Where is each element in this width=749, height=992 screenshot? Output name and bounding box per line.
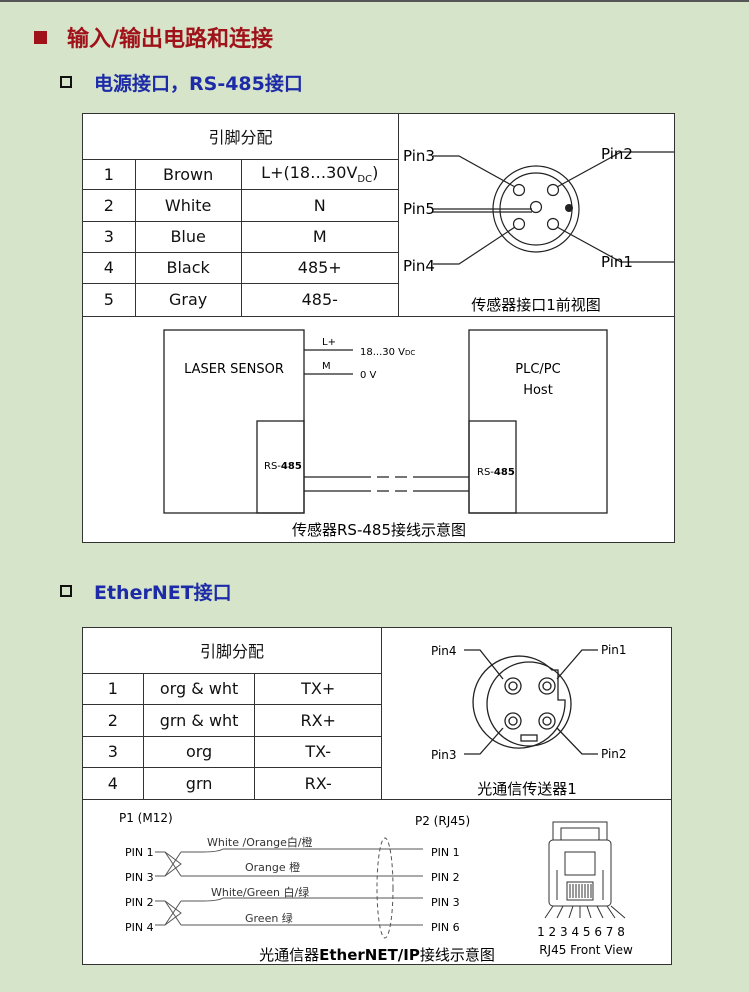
svg-text:White/Green 白/绿: White/Green 白/绿 xyxy=(211,885,309,899)
table-title: 引脚分配 xyxy=(83,114,399,160)
svg-text:PIN 1: PIN 1 xyxy=(431,846,460,859)
wiring-caption: 传感器RS-485接线示意图 xyxy=(292,521,466,539)
svg-text:PIN 2: PIN 2 xyxy=(431,871,460,884)
svg-text:White /Orange白/橙: White /Orange白/橙 xyxy=(207,835,313,849)
pin1-label: Pin1 xyxy=(601,643,627,657)
subsection-title-power: 电源接口，RS-485接口 xyxy=(94,72,303,95)
connector-front-view: Pin3 Pin5 Pin4 Pin2 Pin1 传感器接口1前视图 xyxy=(403,145,674,314)
pin5-label: Pin5 xyxy=(403,200,435,218)
svg-text:PIN 4: PIN 4 xyxy=(125,921,154,934)
table-row: 1 Brown L+(18…30VDC) xyxy=(83,158,399,190)
divider xyxy=(83,799,671,800)
svg-text:PIN 3: PIN 3 xyxy=(125,871,154,884)
square-bullet-icon xyxy=(34,30,47,44)
lplus-label: L+ xyxy=(322,337,336,348)
checkbox-bullet-icon xyxy=(60,585,72,597)
svg-text:Green 绿: Green 绿 xyxy=(245,911,293,925)
pin4-label: Pin4 xyxy=(403,257,435,275)
zero-volt-label: 0 V xyxy=(360,370,377,381)
pin4-label: Pin4 xyxy=(431,644,457,658)
ethernet-wiring-caption: 光通信器EtherNET/IP接线示意图 xyxy=(259,946,495,964)
host-rs485-label: RS-485 xyxy=(477,467,515,478)
divider xyxy=(398,114,399,317)
rj45-label: RJ45 Front View xyxy=(539,943,633,957)
checkbox-bullet-icon xyxy=(60,76,72,88)
rj45-numbers: 1 2 3 4 5 6 7 8 xyxy=(537,925,625,939)
divider xyxy=(83,316,674,317)
svg-text:PIN 2: PIN 2 xyxy=(125,896,154,909)
host-label-1: PLC/PC xyxy=(515,362,560,377)
p2-label: P2 (RJ45) xyxy=(415,814,470,828)
pin2-label: Pin2 xyxy=(601,747,627,761)
m-label: M xyxy=(322,361,331,372)
sensor-label: LASER SENSOR xyxy=(184,362,284,377)
p1-label: P1 (M12) xyxy=(119,811,173,825)
rs485-wiring-diagram: LASER SENSOR PLC/PC Host L+ M 18...30 VD… xyxy=(163,329,608,539)
section-heading: 输入/输出电路和连接 xyxy=(34,22,273,52)
svg-text:18...30 VDC: 18...30 VDC xyxy=(360,347,415,358)
m12-connector-view: Pin4 Pin3 Pin1 Pin2 光通信传送器1 xyxy=(431,643,627,798)
svg-text:Orange 橙: Orange 橙 xyxy=(245,860,300,874)
svg-text:PIN 6: PIN 6 xyxy=(431,921,460,934)
subsection-title-ethernet: EtherNET接口 xyxy=(94,581,232,604)
svg-text:PIN 1: PIN 1 xyxy=(125,846,154,859)
pin2-label: Pin2 xyxy=(601,145,633,163)
pin3-label: Pin3 xyxy=(403,147,435,165)
subsection-heading-power: 电源接口，RS-485接口 xyxy=(60,70,303,95)
top-rule xyxy=(0,0,749,2)
divider xyxy=(381,628,382,800)
subsection-heading-ethernet: EtherNET接口 xyxy=(60,579,232,604)
pin3-label: Pin3 xyxy=(431,748,457,762)
svg-text:PIN 3: PIN 3 xyxy=(431,896,460,909)
pin1-label: Pin1 xyxy=(601,253,633,271)
ethernet-wiring-diagram: P1 (M12) P2 (RJ45) PIN 1 PIN 3 PIN 2 PIN… xyxy=(119,811,633,964)
section-title: 输入/输出电路和连接 xyxy=(67,27,274,52)
sensor-rs485-label: RS-485 xyxy=(264,461,302,472)
connector-caption: 传感器接口1前视图 xyxy=(471,296,601,314)
host-label-2: Host xyxy=(523,383,553,398)
connector-caption: 光通信传送器1 xyxy=(477,780,577,798)
table-row: 1 org & wht TX+ xyxy=(83,672,382,705)
table-title: 引脚分配 xyxy=(83,628,382,674)
